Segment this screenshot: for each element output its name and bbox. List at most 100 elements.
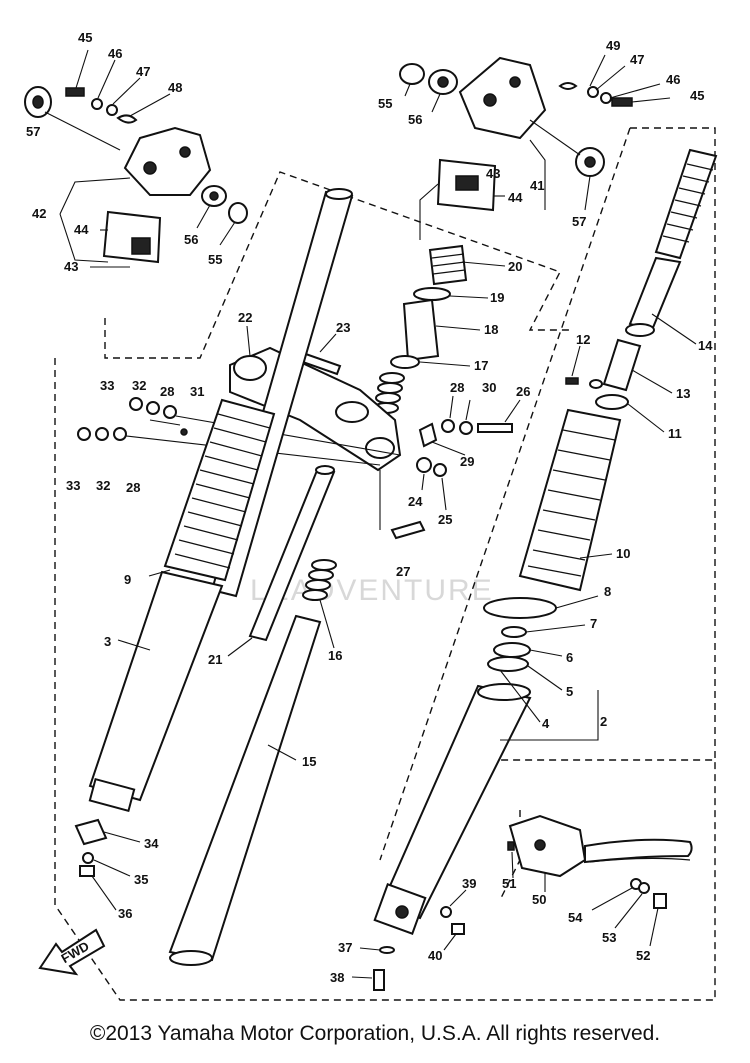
bolt-27 xyxy=(390,520,426,540)
leader-11 xyxy=(627,403,665,433)
left-mount-group xyxy=(24,49,248,268)
callout-57: 57 xyxy=(572,214,586,229)
rib xyxy=(562,429,616,441)
leader-2 xyxy=(500,690,599,741)
callout-32: 32 xyxy=(132,378,146,393)
callout-43: 43 xyxy=(64,259,78,274)
fork-boot-10 xyxy=(518,408,622,592)
rib xyxy=(678,187,706,195)
leader-21 xyxy=(227,637,253,657)
bracket-hole-right-2 xyxy=(509,76,521,88)
callout-9: 9 xyxy=(124,572,131,587)
callout-12: 12 xyxy=(576,332,590,347)
boot-10-ribs xyxy=(527,429,616,577)
callout-11: 11 xyxy=(668,426,682,441)
callout-31: 31 xyxy=(190,384,204,399)
callout-22: 22 xyxy=(238,310,252,325)
fork-boot-ribs xyxy=(174,413,271,569)
rib xyxy=(662,235,690,243)
spring-coil xyxy=(375,392,401,404)
fork-spring-16 xyxy=(302,559,337,601)
leader-43b xyxy=(419,183,439,240)
rib xyxy=(532,549,586,561)
leader-47b xyxy=(595,65,626,91)
clamp-34 xyxy=(74,818,108,846)
callout-21: 21 xyxy=(208,652,222,667)
spring-coil xyxy=(302,589,328,601)
leader-34 xyxy=(103,831,141,843)
outer-tube-3 xyxy=(88,570,224,802)
leader-24 xyxy=(421,473,425,491)
leader-6 xyxy=(529,649,563,657)
callout-57: 57 xyxy=(26,124,40,139)
bracket-boss-left xyxy=(233,355,267,381)
spring-coil xyxy=(379,372,405,384)
fork-boot-top xyxy=(654,148,718,260)
rib xyxy=(174,553,231,569)
inner-tube-14 xyxy=(628,256,682,332)
damper-44-right-slot xyxy=(455,175,479,191)
leader-38 xyxy=(351,976,373,979)
boot-band-8 xyxy=(483,597,557,619)
callout-37: 37 xyxy=(338,940,352,955)
collar-55-left xyxy=(228,202,248,224)
leader-8 xyxy=(555,595,599,609)
callout-30: 30 xyxy=(482,380,496,395)
leader-5 xyxy=(527,665,563,691)
leader-42 xyxy=(59,177,131,215)
lockwasher-47-left xyxy=(106,104,118,116)
holder-50-hole xyxy=(534,839,546,851)
leader-22 xyxy=(246,325,251,357)
spring-coil xyxy=(308,569,334,581)
leader-19 xyxy=(449,295,489,299)
bolt-40 xyxy=(451,923,465,935)
callout-55: 55 xyxy=(208,252,222,267)
bolt-52 xyxy=(653,893,667,909)
callout-17: 17 xyxy=(474,358,488,373)
right-fork-outline-diag xyxy=(379,127,631,861)
bolt-45-right xyxy=(611,97,633,107)
reflector-57-left-center xyxy=(32,95,44,109)
callout-19: 19 xyxy=(490,290,504,305)
washer-46-left xyxy=(91,98,103,110)
leader-47a xyxy=(112,77,141,105)
bracket-hole-right xyxy=(483,93,497,107)
collar-55-right xyxy=(399,63,425,85)
bracket-boss-clamp xyxy=(365,437,395,459)
callout-49: 49 xyxy=(606,38,620,53)
callout-53: 53 xyxy=(602,930,616,945)
callout-4: 4 xyxy=(542,716,550,731)
leader-13 xyxy=(631,369,673,394)
callout-labels: 45 46 47 48 57 42 44 43 56 55 55 56 49 4… xyxy=(26,30,713,985)
callout-24: 24 xyxy=(408,494,423,509)
ring-12b xyxy=(589,379,603,389)
right-fork-outline xyxy=(630,127,716,760)
right-mount-group xyxy=(399,54,671,240)
leader-52 xyxy=(649,907,659,947)
callout-33: 33 xyxy=(100,378,114,393)
circlip-7 xyxy=(501,626,527,638)
callout-28: 28 xyxy=(126,480,140,495)
callout-43: 43 xyxy=(486,166,500,181)
leader-10 xyxy=(579,553,613,559)
leader-57b xyxy=(584,175,591,211)
nut-33-lower xyxy=(77,427,91,441)
right-fork-group xyxy=(351,148,718,991)
rib xyxy=(209,441,263,457)
leader-15 xyxy=(267,744,297,761)
washer-35 xyxy=(82,852,94,864)
tube-collar-14 xyxy=(625,323,655,337)
rib xyxy=(547,489,601,501)
grommet-56-left-hole xyxy=(209,191,219,201)
nut-36 xyxy=(79,865,95,877)
leader-53 xyxy=(614,893,643,929)
washer-39 xyxy=(440,906,452,918)
rib xyxy=(666,223,694,231)
rib xyxy=(183,525,239,541)
callout-15: 15 xyxy=(302,754,316,769)
steering-nut-20 xyxy=(428,244,468,286)
top-boot-ribs xyxy=(662,163,714,243)
leader-45a xyxy=(75,49,89,89)
left-assembly-outline xyxy=(104,171,570,359)
callout-50: 50 xyxy=(532,892,546,907)
